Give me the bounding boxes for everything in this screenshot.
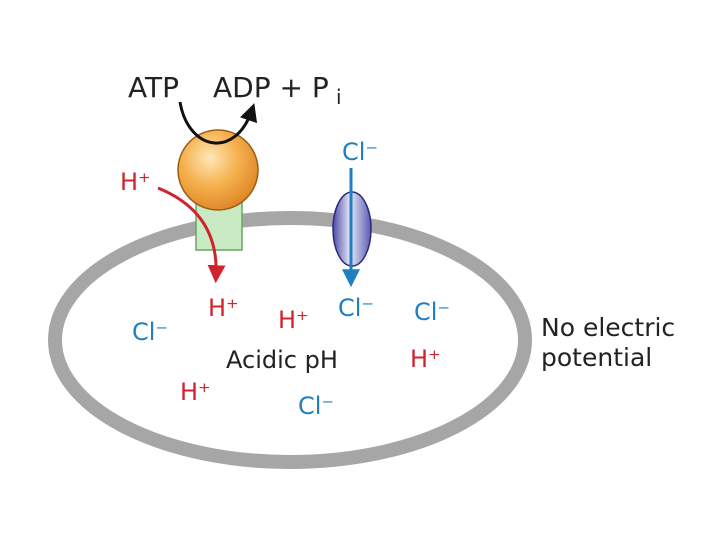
- adp-pi-label: ADP + P: [213, 71, 329, 104]
- vesicle-membrane: [48, 211, 532, 469]
- chloride-outside-label: Cl⁻: [342, 138, 378, 166]
- no-electric-potential-line2: potential: [541, 343, 652, 372]
- proton-pump-arrow: [157, 186, 226, 284]
- proton-outside-label: H⁺: [120, 168, 151, 196]
- chloride-inside-label: Cl⁻: [338, 294, 374, 322]
- chloride-inside-label: Cl⁻: [414, 298, 450, 326]
- pump-head: [177, 129, 259, 211]
- proton-inside-label: H⁺: [410, 345, 441, 373]
- proton-inside-label: H⁺: [180, 378, 211, 406]
- proton-inside-label: H⁺: [278, 306, 309, 334]
- chloride-inside-label: Cl⁻: [298, 392, 334, 420]
- pi-subscript: i: [336, 85, 342, 109]
- atp-hydrolysis-arrow: [178, 101, 258, 145]
- no-electric-potential-line1: No electric: [541, 313, 675, 342]
- proton-inside-label: H⁺: [208, 294, 239, 322]
- chloride-inside-label: Cl⁻: [132, 318, 168, 346]
- acidic-ph-label: Acidic pH: [226, 346, 338, 374]
- atp-label: ATP: [128, 71, 179, 104]
